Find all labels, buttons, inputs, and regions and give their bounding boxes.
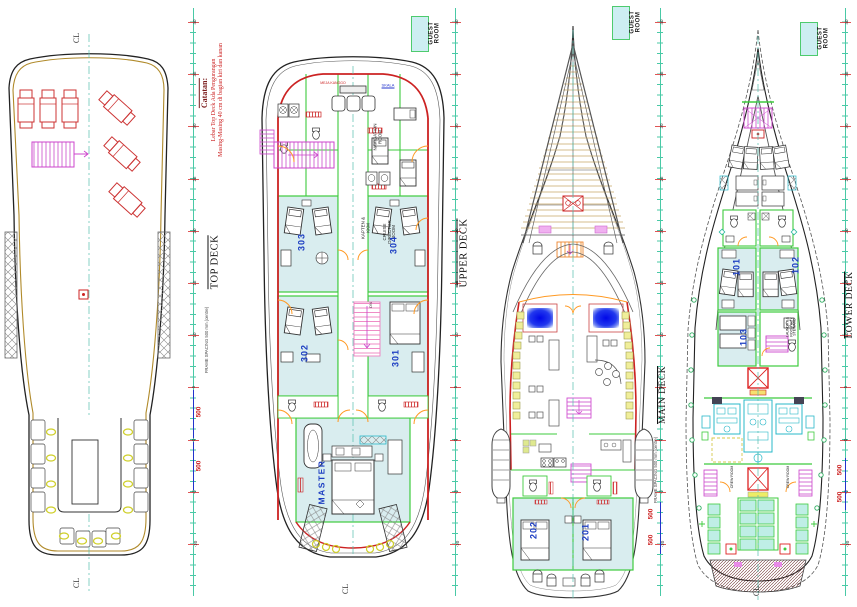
dim-line-500 [845,484,846,510]
cabin-103 [717,311,757,367]
laundry-room [759,311,799,367]
aft-seating-u [30,418,149,548]
ruler-top-deck: 40 35 30 25 20 15 10 5 0 -5 -10 [183,0,209,607]
ruler-major-tick [188,544,199,545]
laundry-stair-icon [765,335,789,353]
bar-area [594,359,622,386]
ruler-tick-label: 25 [192,176,198,182]
bowsprit-frame [522,43,624,244]
laundry-machines [277,103,300,118]
staircase-icon [31,141,89,168]
liferaft-racks [4,231,171,359]
guest-room-legend-swatch [411,16,429,52]
mast-marker [78,289,89,300]
bathroom-band [277,395,429,419]
ruler-major-tick [188,22,199,23]
dim-line-500 [660,502,661,528]
starboard-genset [775,397,804,435]
laundry-machines-2 [365,171,391,186]
bow-bathrooms [722,209,794,247]
frame-spacing-note: FRAME SPACING 500 mm (centre) [203,306,209,374]
salon-tables [528,335,618,427]
note-title: Catatan: [198,77,210,109]
crew-quarters-aft [703,467,813,555]
ruler-major-tick [188,74,199,76]
galley [522,439,632,483]
guest-cabins-201-202 [512,497,634,571]
ruler-tick-label: 10 [192,332,198,338]
ruler-major-tick [188,178,199,180]
main-deck-plan [491,25,654,600]
salon-benches [512,311,634,420]
dim-500-label: 500 [195,406,203,418]
dim-500-label: 500 [195,460,203,472]
deck-title-upper-deck: UPPER DECK [456,218,470,288]
dim-line-500 [193,390,194,438]
deck-pad [594,225,608,234]
galley-stair-icon [570,463,592,483]
ruler-major-tick [188,491,199,493]
ruler-tick-label: 5 [190,386,196,389]
ruler-line [193,8,194,596]
kapten-bed [371,137,389,165]
note-line-2: Masing-Masing 40 cm di bagian kiri dan k… [217,43,224,157]
ruler-major-tick [188,335,199,337]
ruler-tick-label: 20 [192,228,198,234]
bath-pods [522,475,618,497]
aft-deck-chairs [532,569,605,587]
portholes [688,228,828,527]
master-bed-icon [331,459,375,515]
cabin-304 [371,199,426,267]
ruler-tick-label: 0 [190,438,196,441]
ruler-tick-label: 30 [192,123,198,129]
cushion-lights [45,428,134,545]
dim-line-500 [845,458,846,484]
ruler-major-tick [188,439,199,441]
cabin-101 [717,247,757,311]
note-line-1: Lebar Top Deck Ada Pengurangan [210,58,217,142]
deck-pad [538,225,552,234]
lower-deck-plan [685,29,831,600]
upper-deck-plan [259,56,445,558]
dim-line-500 [660,528,661,554]
tender-boats [491,428,654,504]
ruler-tick-label: -10 [192,540,198,548]
ruler-tick-label: 40 [192,19,198,25]
cruise-bed [399,159,417,187]
master-cabin [297,423,408,554]
ruler-tick-label: -5 [191,489,197,494]
toilet-icon [312,127,320,140]
lockers [735,175,785,207]
davit-curves [512,243,634,319]
ruler-minor-ticks [190,12,196,586]
door-arcs [277,145,429,425]
dim-line-500 [193,442,194,490]
guest-room-legend-swatch [612,6,630,40]
top-deck-plan [4,34,171,592]
cabin-303 [280,199,333,267]
cabin-302 [280,306,333,363]
crew-bunks-bow [719,144,797,191]
skylight-hatches [522,303,624,333]
port-genset [712,397,741,435]
ruler-tick-label: 35 [192,71,198,77]
aft-benches [298,503,408,554]
guest-room-legend-swatch [800,22,818,56]
ruler-major-tick [188,126,199,128]
main-staircase-icon [259,129,335,169]
entry-grill [305,111,322,118]
cabin-102 [759,247,799,311]
bathtub-icon [303,423,323,469]
stair-down-icon [353,301,381,357]
ruler-major-tick [188,283,199,284]
wheelhouse [259,85,417,190]
ruler-tick-label: 15 [192,280,198,286]
salon-stair-icon [566,397,592,419]
deck-title-top-deck: TOP DECK [207,234,221,290]
ac-unit [359,435,387,445]
ruler-major-tick [188,387,199,389]
ruler-major-tick [188,230,199,232]
